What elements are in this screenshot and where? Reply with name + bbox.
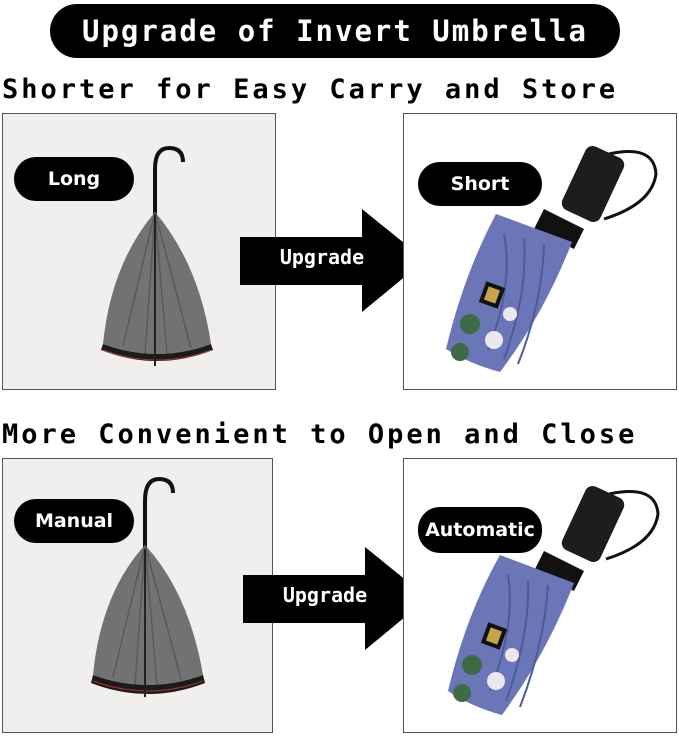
long-label: Long <box>14 157 134 201</box>
manual-umbrella-image <box>91 476 205 697</box>
upgrade-label-2: Upgrade <box>282 583 368 607</box>
title-banner: Upgrade of Invert Umbrella <box>50 4 620 58</box>
upgrade-arrow-1: Upgrade <box>240 209 425 312</box>
panel-automatic-umbrella: Automatic <box>403 458 677 733</box>
arrow-right-icon <box>243 547 428 650</box>
short-umbrella-image <box>446 146 658 372</box>
upgrade-label-1: Upgrade <box>279 245 365 269</box>
panel-manual-umbrella: Manual <box>2 458 273 733</box>
section-heading-size: Shorter for Easy Carry and Store <box>2 74 619 105</box>
page-title: Upgrade of Invert Umbrella <box>82 14 588 48</box>
automatic-label: Automatic <box>418 507 542 553</box>
upgrade-arrow-2: Upgrade <box>243 547 428 650</box>
panel-long-umbrella: Long <box>2 113 276 390</box>
section-heading-open: More Convenient to Open and Close <box>2 419 638 450</box>
manual-label: Manual <box>14 499 134 543</box>
automatic-umbrella-image <box>448 486 660 715</box>
short-label: Short <box>418 162 542 206</box>
long-umbrella-image <box>101 145 213 366</box>
arrow-right-icon <box>240 209 425 312</box>
panel-short-umbrella: Short <box>403 113 677 390</box>
